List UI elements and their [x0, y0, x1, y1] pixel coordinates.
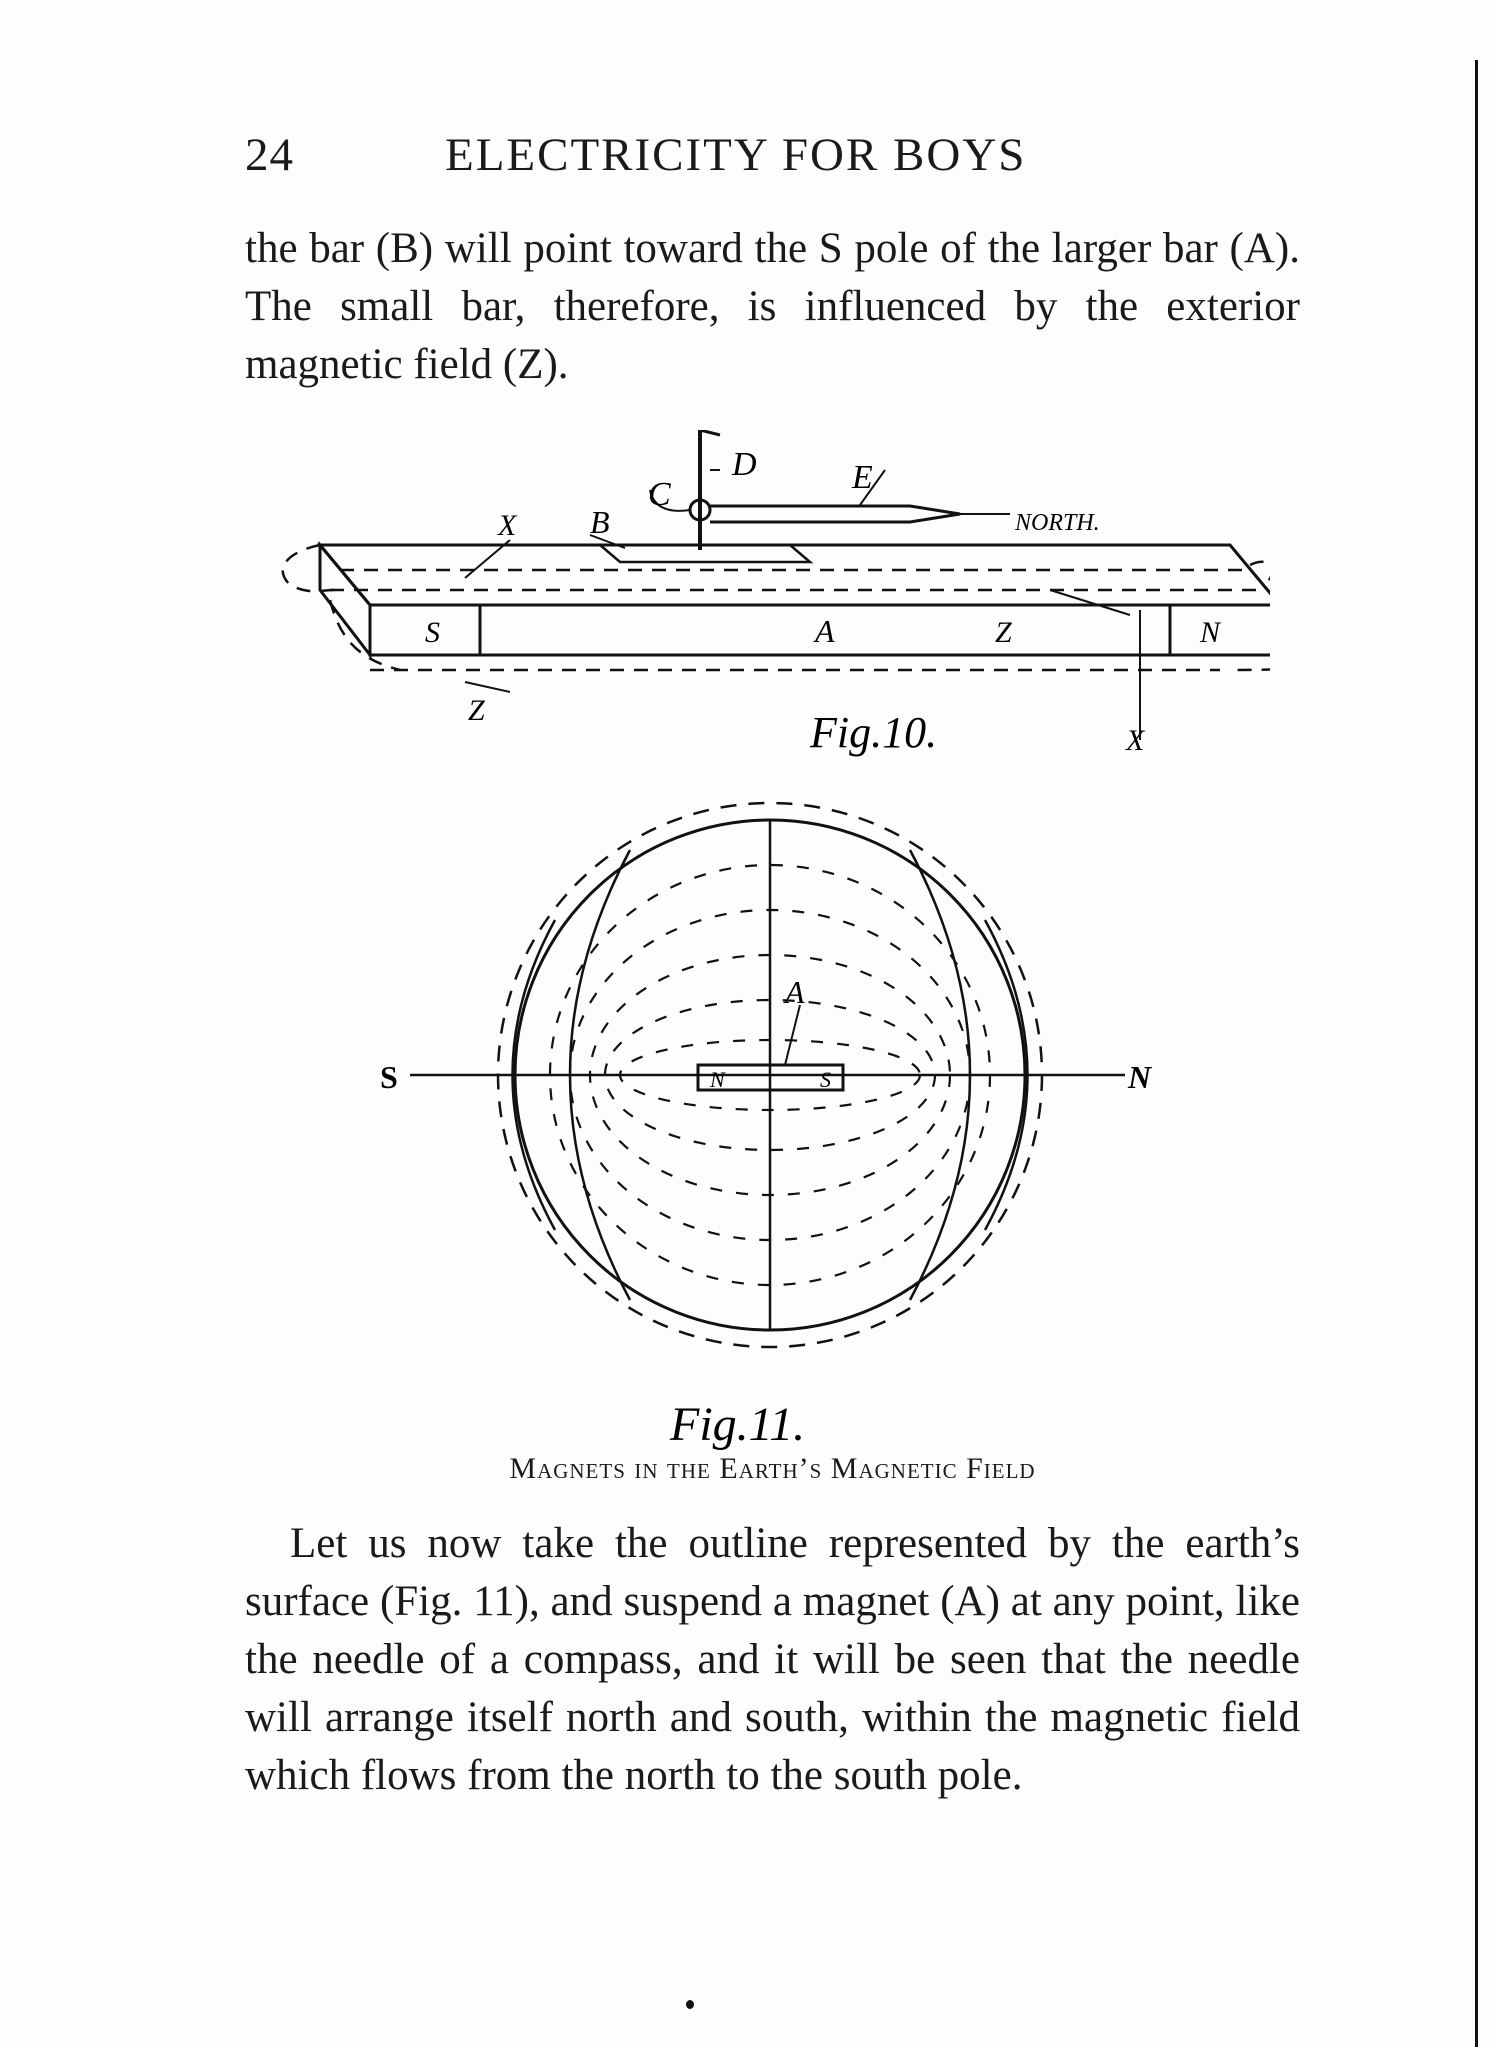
- page-header: 24 ELECTRICITY FOR BOYS: [245, 128, 1315, 198]
- page-edge-line: [1475, 60, 1478, 2047]
- page-number: 24: [245, 129, 294, 181]
- label-s: S: [425, 616, 440, 649]
- bar-magnet: [696, 1063, 845, 1092]
- figure-11: S N A N S Fig.11.: [380, 801, 1153, 1451]
- fig11-caption: Fig.11.: [669, 1398, 805, 1451]
- figure-caption: Magnets in the Earth’s Magnetic Field: [509, 1452, 1036, 1485]
- bar-a-top-face: [316, 543, 1270, 607]
- bar-b: [596, 543, 814, 564]
- label-z-front: Z: [995, 616, 1012, 649]
- bar-label-s: S: [820, 1067, 831, 1092]
- compass-needle: [710, 504, 961, 524]
- label-north: NORTH.: [1014, 510, 1100, 536]
- label-n: N: [1199, 616, 1222, 649]
- label-a: A: [813, 613, 835, 649]
- label-z-bottom: Z: [468, 694, 485, 727]
- paragraph-2: Let us now take the outline represented …: [245, 1520, 1300, 1799]
- fig10-caption: Fig.10.: [809, 708, 937, 757]
- label-south-pole: S: [380, 1059, 398, 1095]
- label-d: D: [731, 446, 757, 483]
- page-dot: [686, 2000, 694, 2009]
- label-e: E: [851, 459, 873, 496]
- label-x-bottom: X: [1125, 724, 1146, 757]
- paragraph-1: the bar (B) will point toward the S pole…: [245, 225, 1300, 388]
- running-title: ELECTRICITY FOR BOYS: [445, 129, 1027, 181]
- label-north-pole: N: [1127, 1059, 1153, 1095]
- figure-10: C D E X B NORTH. S A Z N Z Fig.10. X: [281, 430, 1270, 757]
- bar-label-n: N: [709, 1067, 726, 1092]
- label-a: A: [783, 974, 805, 1010]
- label-c: C: [648, 476, 671, 513]
- label-x-top: X: [497, 509, 518, 542]
- bar-a-end-face: [318, 540, 372, 660]
- label-b: B: [590, 504, 610, 540]
